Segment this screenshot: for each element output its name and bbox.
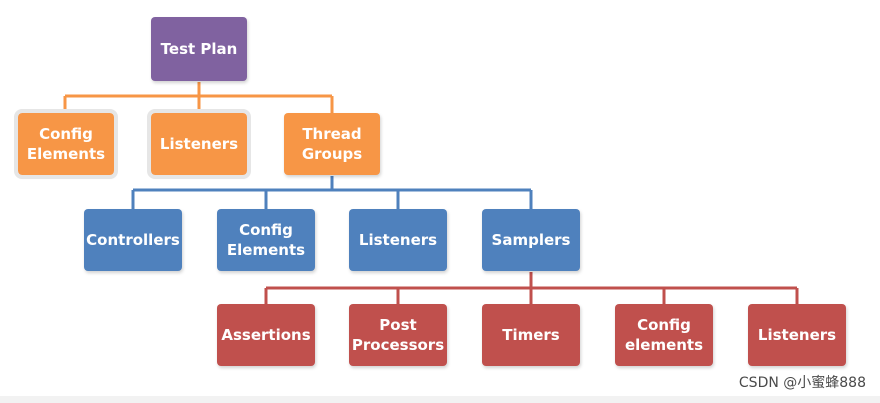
node-listeners-bottom: Listeners: [748, 304, 846, 366]
node-test-plan: Test Plan: [151, 17, 247, 81]
node-config-elements-mid: Config Elements: [217, 209, 315, 271]
node-listeners-top: Listeners: [147, 109, 251, 179]
watermark-text: CSDN @小蜜蜂888: [738, 375, 866, 391]
connector-threadgroups-to-level2: [131, 176, 533, 209]
node-config-elements-bottom: Config elements: [615, 304, 713, 366]
connector-root-to-level1: [63, 82, 334, 113]
node-post-processors: Post Processors: [349, 304, 447, 366]
node-thread-groups: Thread Groups: [284, 113, 380, 175]
node-config-elements-top: Config Elements: [14, 109, 118, 179]
node-samplers: Samplers: [482, 209, 580, 271]
node-timers: Timers: [482, 304, 580, 366]
connector-samplers-to-level3: [264, 272, 799, 304]
bottom-strip: [0, 396, 880, 403]
node-controllers: Controllers: [84, 209, 182, 271]
node-assertions: Assertions: [217, 304, 315, 366]
node-listeners-mid: Listeners: [349, 209, 447, 271]
